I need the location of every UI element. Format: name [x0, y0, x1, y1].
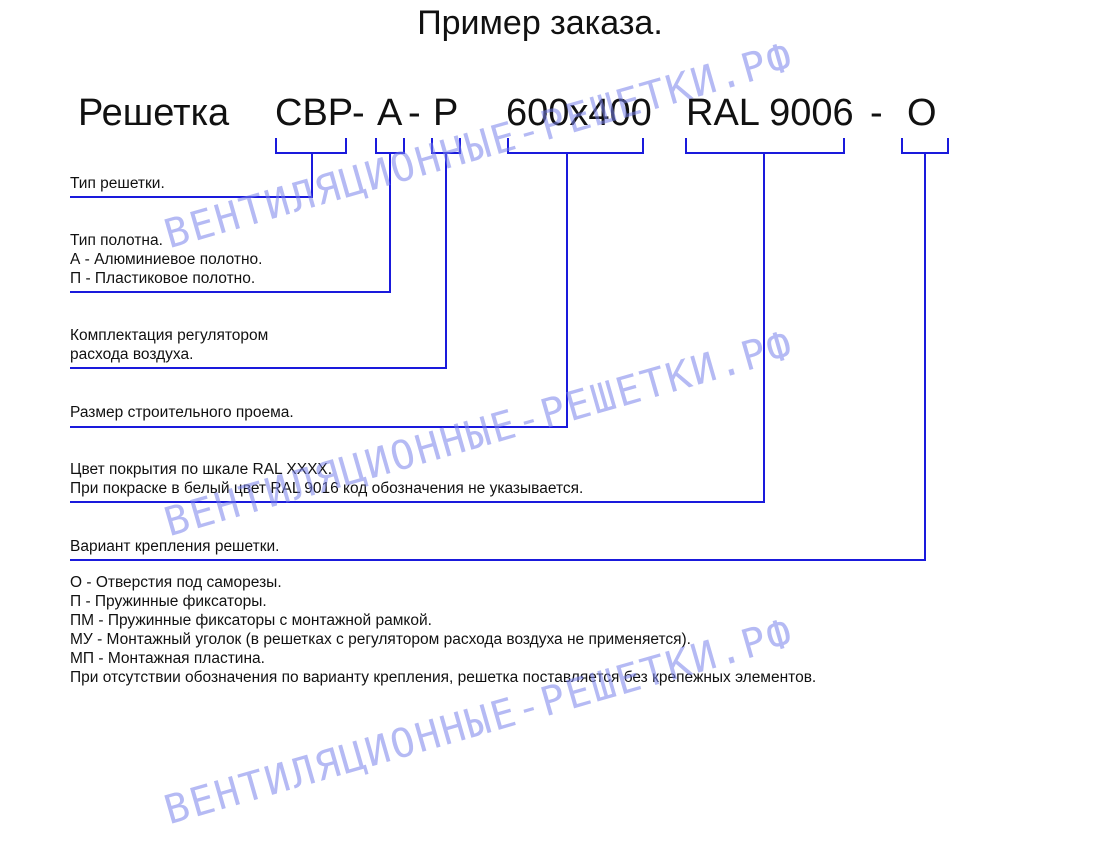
desc-type: Тип решетки.	[70, 174, 165, 193]
desc-color-line: При покраске в белый цвет RAL 9016 код о…	[70, 480, 584, 497]
bracket-mount	[70, 138, 949, 561]
bracket-ral	[70, 138, 845, 503]
mount-option: О - Отверстия под саморезы.	[70, 574, 282, 591]
desc-blade-line: А - Алюминиевое полотно.	[70, 251, 263, 268]
code-prefix: Решетка	[78, 92, 230, 134]
code-mount: О	[907, 92, 937, 134]
desc-blade-line: П - Пластиковое полотно.	[70, 270, 256, 287]
desc-regulator-line: расхода воздуха.	[70, 346, 194, 363]
code-dash-2: -	[408, 92, 421, 134]
code-ral: RAL 9006	[686, 92, 854, 134]
code-regulator: Р	[433, 92, 459, 134]
mount-option: МП - Монтажная пластина.	[70, 650, 265, 667]
desc-size: Размер строительного проема.	[70, 403, 294, 422]
desc-color-line: Цвет покрытия по шкале RAL XXXX.	[70, 461, 333, 478]
desc-blade-line: Тип полотна.	[70, 232, 163, 249]
bracket-size	[70, 138, 644, 428]
mount-option: МУ - Монтажный уголок (в решетках с регу…	[70, 631, 691, 648]
code-size: 600x400	[506, 92, 652, 134]
desc-mount: Вариант крепления решетки.	[70, 537, 279, 556]
desc-regulator: Комплектация регулятором расхода воздуха…	[70, 326, 268, 364]
bracket-material	[70, 138, 405, 293]
desc-color: Цвет покрытия по шкале RAL XXXX. При пок…	[70, 460, 583, 498]
desc-mount-line: Вариант крепления решетки.	[70, 538, 280, 555]
mount-options-list: О - Отверстия под саморезы. П - Пружинны…	[70, 573, 816, 687]
desc-type-line: Тип решетки.	[70, 175, 165, 192]
code-dash-1: -	[352, 92, 365, 134]
desc-regulator-line: Комплектация регулятором	[70, 327, 269, 344]
desc-blade: Тип полотна. А - Алюминиевое полотно. П …	[70, 231, 262, 288]
page-title: Пример заказа.	[417, 4, 663, 42]
code-material: А	[377, 92, 403, 134]
mount-option: ПМ - Пружинные фиксаторы с монтажной рам…	[70, 612, 432, 629]
mount-option: При отсутствии обозначения по варианту к…	[70, 669, 817, 686]
bracket-type	[70, 138, 347, 198]
desc-size-line: Размер строительного проема.	[70, 404, 294, 421]
code-type: СВР	[275, 92, 354, 134]
bracket-regulator	[70, 138, 461, 369]
mount-option: П - Пружинные фиксаторы.	[70, 593, 267, 610]
code-dash-3: -	[870, 92, 883, 134]
